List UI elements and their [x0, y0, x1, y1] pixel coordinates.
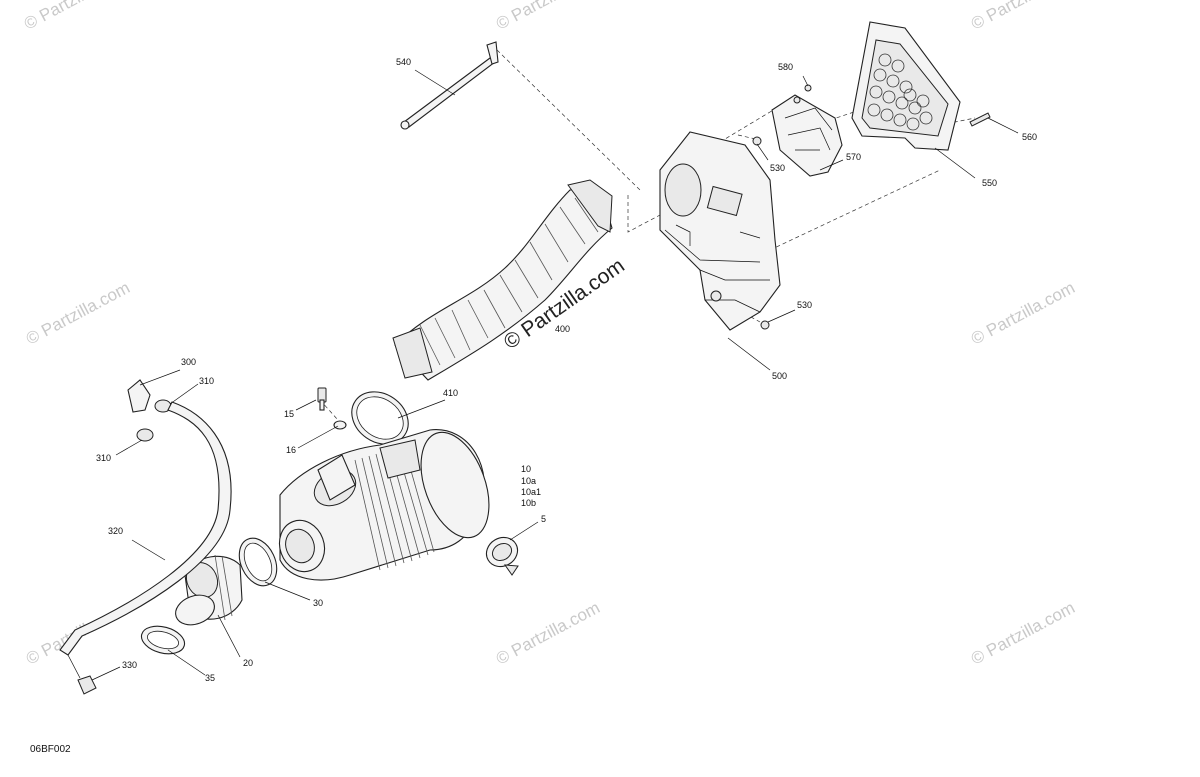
watermark: © Partzilla.com: [968, 0, 1078, 34]
bolt-15: [317, 387, 327, 411]
leader-lines: [91, 69, 1019, 681]
callout-500: 500: [772, 371, 787, 381]
callout-570: 570: [846, 152, 861, 162]
air-box-housing-500: [659, 131, 781, 331]
air-filter-housing-10: [278, 429, 490, 581]
screw-580: [804, 84, 812, 92]
watermark: © Partzilla.com: [493, 598, 603, 669]
coupling-boot-20: [175, 554, 243, 626]
callout-30: 30: [313, 598, 323, 608]
callout-410: 410: [443, 388, 458, 398]
clamp-410: [351, 391, 409, 445]
washer-16: [333, 420, 347, 430]
cap-5: [485, 536, 519, 576]
fasteners: [752, 84, 991, 330]
diagram-code: 06BF002: [30, 744, 71, 755]
watermark: © Partzilla.com: [23, 278, 133, 349]
breather-hose-assembly: [59, 379, 232, 695]
nut-530-upper: [752, 136, 762, 146]
callout-530: 530: [797, 300, 812, 310]
support-rod-540: [400, 41, 499, 130]
callout-35: 35: [205, 673, 215, 683]
watermark: © Partzilla.com: [968, 598, 1078, 669]
callout-5: 5: [541, 514, 546, 524]
callout-10a: 10a: [521, 476, 536, 486]
callout-10a1: 10a1: [521, 487, 541, 497]
nut-530-lower: [760, 320, 770, 330]
callout-300: 300: [181, 357, 196, 367]
clamp-35: [140, 625, 186, 655]
hex-mesh: [867, 53, 933, 131]
callout-580: 580: [778, 62, 793, 72]
assembly-lines: [319, 49, 976, 421]
callout-330: 330: [122, 660, 137, 670]
hose-end-330: [77, 675, 97, 695]
clip-310-lower: [136, 428, 154, 442]
clamp-30: [238, 537, 278, 587]
bolt-560: [969, 112, 991, 127]
callout-540: 540: [396, 57, 411, 67]
breather-hose-320: [59, 401, 232, 656]
watermark: © Partzilla.com: [493, 0, 603, 34]
elbow-fitting-300: [127, 379, 151, 413]
cover-570: [771, 94, 843, 177]
callout-15: 15: [284, 409, 294, 419]
watermark: © Partzilla.com: [21, 0, 131, 34]
callout-400: 400: [555, 324, 570, 334]
watermark: © Partzilla.com: [968, 278, 1078, 349]
callout-310: 310: [199, 376, 214, 386]
callout-530: 530: [770, 163, 785, 173]
hose-ribs: [419, 197, 599, 366]
callout-550: 550: [982, 178, 997, 188]
callout-320: 320: [108, 526, 123, 536]
callout-20: 20: [243, 658, 253, 668]
callout-16: 16: [286, 445, 296, 455]
grille-panel-550: [851, 21, 961, 151]
callouts: 540 580 560 530 570 550 530 500 400 410 …: [96, 57, 1037, 683]
callout-10b: 10b: [521, 498, 536, 508]
callout-10: 10: [521, 464, 531, 474]
callout-310: 310: [96, 453, 111, 463]
callout-560: 560: [1022, 132, 1037, 142]
intake-hose-400: [392, 179, 613, 381]
